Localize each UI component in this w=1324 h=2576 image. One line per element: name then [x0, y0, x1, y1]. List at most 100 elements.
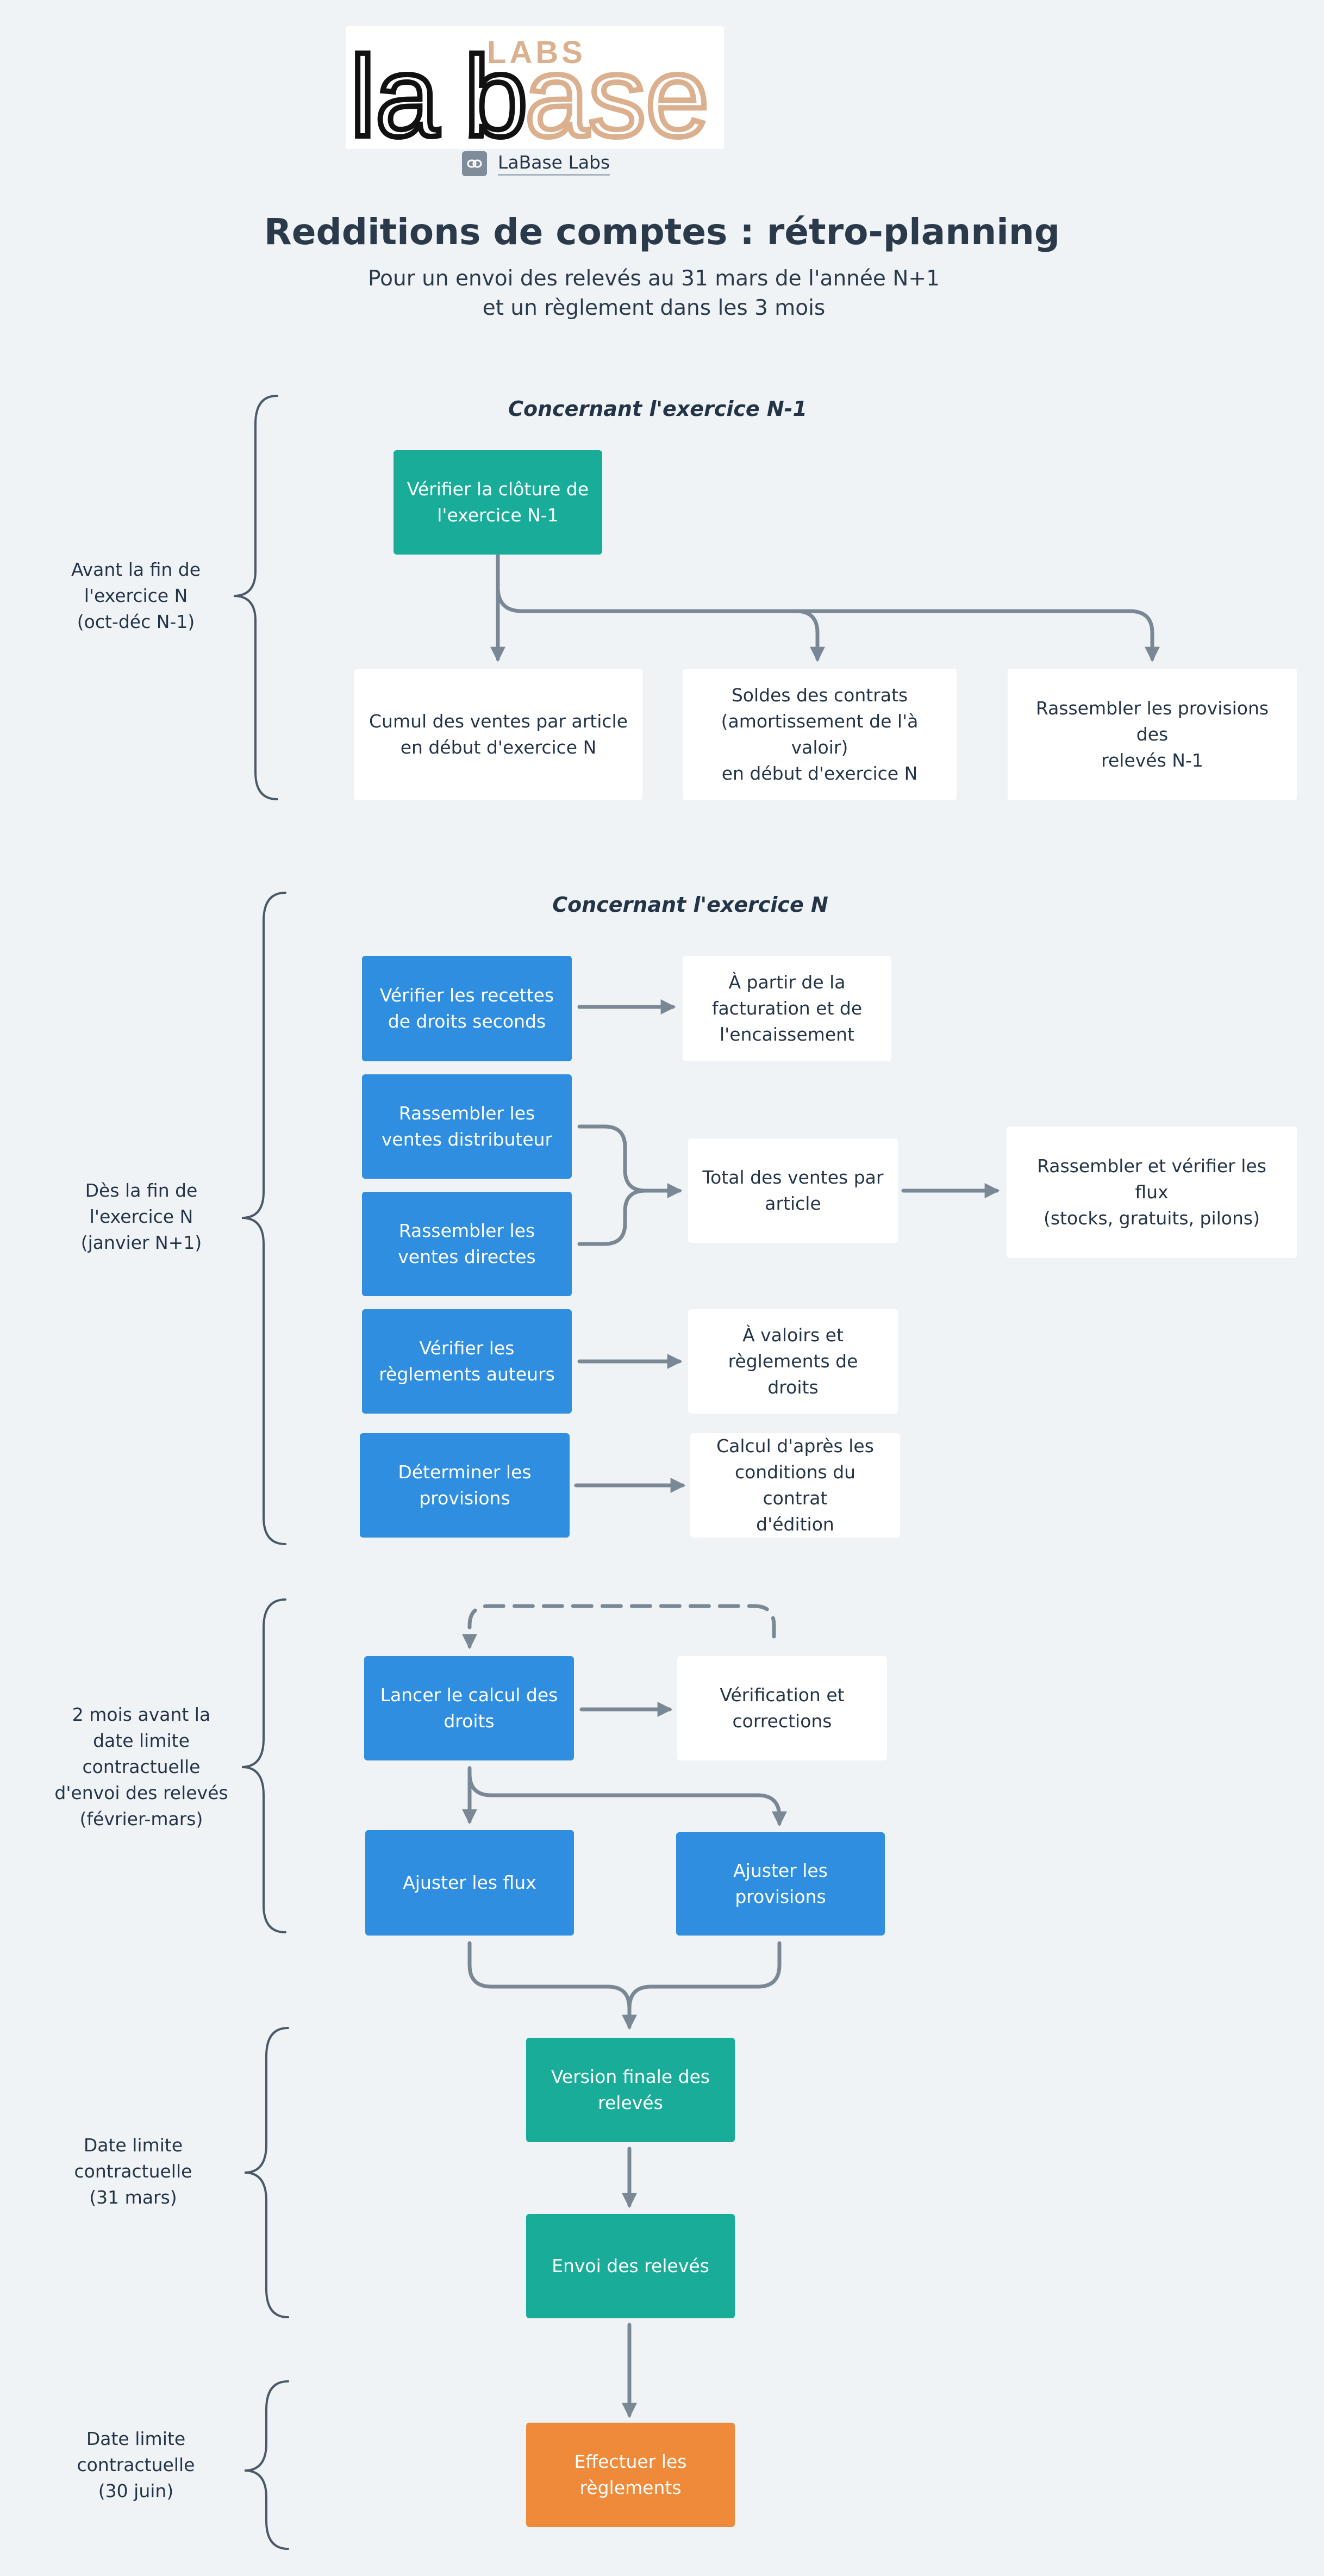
phase-label-line: l'exercice N — [84, 585, 188, 606]
box-line: Version finale des — [551, 2066, 710, 2087]
box-version-finale: Version finale des relevés — [526, 2038, 735, 2142]
box-ajuster-flux: Ajuster les flux — [365, 1830, 574, 1936]
phase-label-line: Date limite — [86, 2428, 186, 2449]
box-envoi-releves: Envoi des relevés — [526, 2214, 735, 2318]
phase-label-line: l'exercice N — [89, 1206, 193, 1227]
logo-b-letter: b — [464, 33, 528, 149]
brace-phase-2 — [241, 892, 286, 1545]
box-line: règlements auteurs — [379, 1364, 555, 1385]
box-line: Rassembler les — [398, 1220, 535, 1241]
arrow-distributeur-to-total — [577, 1124, 683, 1198]
logo-la-word: la — [350, 33, 439, 149]
box-cumul-ventes: Cumul des ventes par article en début d'e… — [354, 669, 642, 800]
box-line: Envoi des relevés — [552, 2255, 709, 2276]
box-verifier-cloture: Vérifier la clôture de l'exercice N-1 — [394, 450, 602, 555]
box-line: Vérifier la clôture de — [407, 478, 589, 500]
phase-label-line: date limite — [93, 1730, 190, 1751]
box-line: droits — [444, 1710, 495, 1732]
box-line: Lancer le calcul des — [380, 1684, 558, 1706]
phase-label-line: (février-mars) — [79, 1808, 203, 1830]
phase-label-line: 2 mois avant la — [72, 1704, 211, 1725]
box-line: Ajuster les — [733, 1860, 828, 1881]
arrow-flux-to-merge — [467, 1941, 637, 2030]
box-line: Déterminer les — [398, 1461, 532, 1483]
phase-label-line: Date limite — [83, 2135, 183, 2156]
phase-label-line: Avant la fin de — [71, 559, 201, 580]
box-line: en début d'exercice N — [400, 737, 597, 758]
box-line: de droits seconds — [388, 1011, 546, 1032]
box-line: conditions du contrat — [734, 1461, 856, 1509]
brace-phase-5 — [244, 2380, 289, 2550]
labase-labs-link[interactable]: LaBase Labs — [462, 149, 610, 178]
arrow-directes-to-total — [577, 1189, 648, 1246]
box-total-ventes: Total des ventes par article — [688, 1138, 898, 1243]
box-line: en début d'exercice N — [721, 763, 918, 784]
link-icon — [462, 151, 487, 176]
phase-label-avant-fin-exercice: Avant la fin de l'exercice N (oct-déc N-… — [33, 557, 239, 635]
phase-label-line: (31 mars) — [89, 2187, 177, 2208]
box-line: Rassembler et vérifier les flux — [1037, 1155, 1266, 1203]
brace-phase-3 — [241, 1598, 286, 1933]
phase-label-line: contractuelle — [82, 1756, 201, 1777]
arrow-cloture-to-soldes — [496, 585, 825, 662]
box-verifier-recettes: Vérifier les recettes de droits seconds — [362, 956, 572, 1061]
phase-label-31-mars: Date limite contractuelle (31 mars) — [33, 2132, 234, 2211]
box-line: facturation et de — [711, 998, 863, 1019]
arrow-cloture-to-provisions — [794, 609, 1160, 662]
box-line: Cumul des ventes par article — [369, 711, 628, 732]
box-rassembler-flux: Rassembler et vérifier les flux(stocks, … — [1007, 1127, 1297, 1258]
subtitle-line: Pour un envoi des relevés au 31 mars de … — [368, 266, 940, 291]
box-line: À partir de la — [728, 972, 846, 993]
phase-label-des-fin-exercice: Dès la fin de l'exercice N (janvier N+1) — [38, 1178, 245, 1256]
box-line: article — [765, 1193, 821, 1214]
box-line: règlements — [579, 2477, 682, 2498]
page-title: Redditions de comptes : rétro-planning — [264, 211, 1060, 253]
box-line: Calcul d'après les — [716, 1435, 874, 1457]
box-rassembler-ventes-directes: Rassembler les ventes directes — [362, 1192, 572, 1296]
phase-label-line: (30 juin) — [98, 2480, 174, 2502]
phase-label-line: Dès la fin de — [85, 1180, 198, 1201]
box-verification-corrections: Vérification et corrections — [677, 1656, 887, 1760]
box-line: règlements de droits — [728, 1351, 858, 1398]
box-line: d'édition — [756, 1514, 834, 1535]
box-line: Rassembler les provisions des — [1035, 698, 1269, 745]
logo-background — [346, 26, 724, 149]
arrow-calcul-to-ajuster-provisions — [467, 1771, 787, 1827]
phase-label-line: d'envoi des relevés — [54, 1782, 228, 1803]
box-line: provisions — [419, 1488, 510, 1509]
box-line: À valoirs et — [742, 1324, 844, 1346]
box-line: l'exercice N-1 — [437, 505, 559, 526]
phase-label-line: contractuelle — [77, 2454, 195, 2475]
page-subtitle: Pour un envoi des relevés au 31 mars de … — [0, 264, 1308, 323]
box-a-valoirs: À valoirs et règlements de droits — [688, 1309, 898, 1414]
subtitle-line: et un règlement dans les 3 mois — [482, 296, 826, 320]
link-text[interactable]: LaBase Labs — [498, 152, 610, 176]
box-line: Vérification et — [720, 1684, 845, 1706]
brace-phase-4 — [244, 2027, 289, 2318]
box-line: Total des ventes par — [702, 1167, 884, 1188]
arrow-verification-loop — [462, 1604, 776, 1650]
box-soldes-contrats: Soldes des contrats(amortissement de l'à… — [683, 669, 957, 800]
box-lancer-calcul: Lancer le calcul des droits — [364, 1656, 574, 1760]
logo-ase-word: ase — [525, 33, 709, 149]
box-line: (amortissement de l'à valoir) — [721, 711, 919, 758]
phase-label-30-juin: Date limite contractuelle (30 juin) — [33, 2426, 239, 2504]
phase-label-line: (janvier N+1) — [80, 1232, 202, 1253]
logo-labs-word: LABS — [487, 35, 586, 70]
box-calcul-conditions: Calcul d'après les conditions du contrat d… — [690, 1433, 900, 1538]
section-title-exercice-n: Concernant l'exercice N — [552, 893, 828, 917]
box-line: ventes directes — [398, 1246, 536, 1267]
phase-label-line: contractuelle — [74, 2161, 192, 2182]
section-title-exercice-n-1: Concernant l'exercice N-1 — [508, 397, 807, 421]
box-line: ventes distributeur — [381, 1129, 553, 1150]
box-line: corrections — [732, 1710, 832, 1732]
box-line: relevés — [598, 2092, 663, 2113]
box-determiner-provisions: Déterminer les provisions — [360, 1433, 570, 1538]
box-line: Vérifier les recettes — [379, 985, 554, 1006]
